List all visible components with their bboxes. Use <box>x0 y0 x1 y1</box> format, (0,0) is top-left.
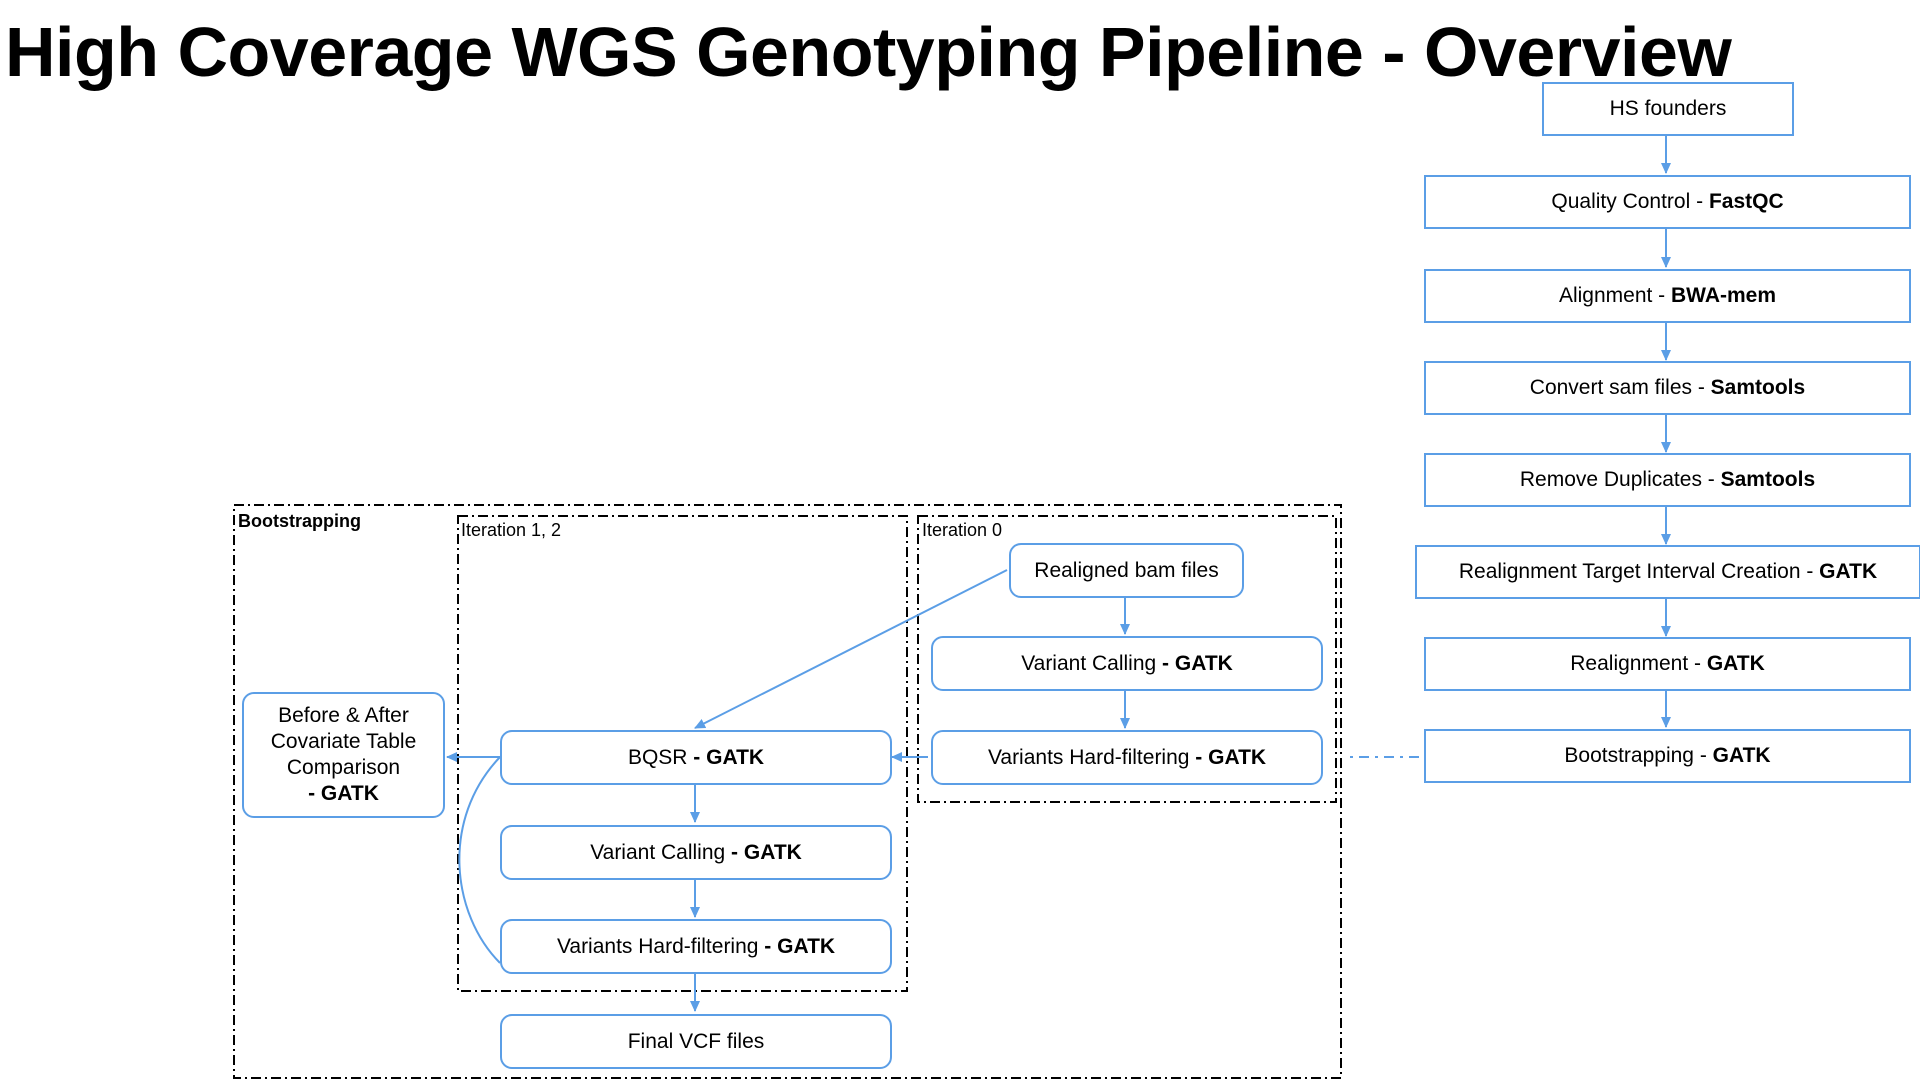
realigned-bam-label: Realigned bam files <box>1034 558 1219 582</box>
hard-filtering-iter0-node: Variants Hard-filtering - GATK <box>931 730 1323 785</box>
realigned-bam-node: Realigned bam files <box>1009 543 1244 598</box>
convert-sam-node: Convert sam files - Samtools <box>1424 361 1911 415</box>
alignment-node: Alignment - BWA-mem <box>1424 269 1911 323</box>
hard-filtering-iter0-tool: - GATK <box>1195 745 1267 769</box>
iteration0-frame <box>917 515 1337 803</box>
alignment-tool: BWA-mem <box>1671 284 1777 307</box>
convert-sam-label: Convert sam files - <box>1529 376 1711 399</box>
quality-control-node: Quality Control - FastQC <box>1424 175 1911 229</box>
variant-calling-iter0-node: Variant Calling - GATK <box>931 636 1323 691</box>
variant-calling-iter12-tool: - GATK <box>731 840 802 864</box>
convert-sam-tool: Samtools <box>1710 376 1806 399</box>
variant-calling-iter12-label: Variant Calling <box>590 840 732 864</box>
variant-calling-iter0-label: Variant Calling <box>1021 651 1163 675</box>
hard-filtering-iter0-label: Variants Hard-filtering <box>987 745 1196 769</box>
covariate-line-4: - GATK <box>308 782 379 805</box>
quality-control-label: Quality Control - <box>1551 190 1709 213</box>
realignment-label: Realignment - <box>1570 652 1707 675</box>
iteration12-frame <box>457 515 908 992</box>
bootstrapping-tool: GATK <box>1712 744 1771 767</box>
bqsr-tool: - GATK <box>693 745 765 769</box>
variant-calling-iter0-tool: - GATK <box>1162 651 1233 675</box>
iteration0-frame-label: Iteration 0 <box>922 520 1003 540</box>
covariate-line-3: Comparison <box>286 756 401 779</box>
alignment-label: Alignment - <box>1558 284 1672 307</box>
quality-control-tool: FastQC <box>1708 190 1784 213</box>
hs-founders-node: HS founders <box>1542 82 1794 136</box>
realignment-target-tool: GATK <box>1819 560 1878 583</box>
realignment-target-label: Realignment Target Interval Creation - <box>1458 560 1820 583</box>
hard-filtering-iter12-tool: - GATK <box>764 934 836 958</box>
final-vcf-label: Final VCF files <box>627 1029 765 1053</box>
arrow-bam-bqsr <box>694 569 1008 729</box>
covariate-line-1: Before & After <box>278 704 409 727</box>
bootstrapping-frame-label: Bootstrapping <box>238 511 361 531</box>
bqsr-label: BQSR <box>627 745 694 769</box>
realignment-target-node: Realignment Target Interval Creation - G… <box>1415 545 1920 599</box>
page-title: High Coverage WGS Genotyping Pipeline - … <box>5 13 1732 91</box>
realignment-tool: GATK <box>1706 652 1765 675</box>
bootstrapping-label: Bootstrapping - <box>1564 744 1713 767</box>
remove-duplicates-node: Remove Duplicates - Samtools <box>1424 453 1911 507</box>
realignment-node: Realignment - GATK <box>1424 637 1911 691</box>
covariate-comparison-node: Before & After Covariate Table Compariso… <box>242 692 445 818</box>
remove-duplicates-tool: Samtools <box>1720 468 1816 491</box>
loop-hf-bqsr <box>458 756 501 964</box>
hs-founders-label: HS founders <box>1609 97 1727 120</box>
final-vcf-node: Final VCF files <box>500 1014 892 1069</box>
variant-calling-iter12-node: Variant Calling - GATK <box>500 825 892 880</box>
remove-duplicates-label: Remove Duplicates - <box>1519 468 1721 491</box>
hard-filtering-iter12-node: Variants Hard-filtering - GATK <box>500 919 892 974</box>
covariate-line-2: Covariate Table <box>270 730 417 753</box>
bqsr-node: BQSR - GATK <box>500 730 892 785</box>
iteration12-frame-label: Iteration 1, 2 <box>461 520 562 540</box>
bootstrapping-node: Bootstrapping - GATK <box>1424 729 1911 783</box>
hard-filtering-iter12-label: Variants Hard-filtering <box>556 934 765 958</box>
